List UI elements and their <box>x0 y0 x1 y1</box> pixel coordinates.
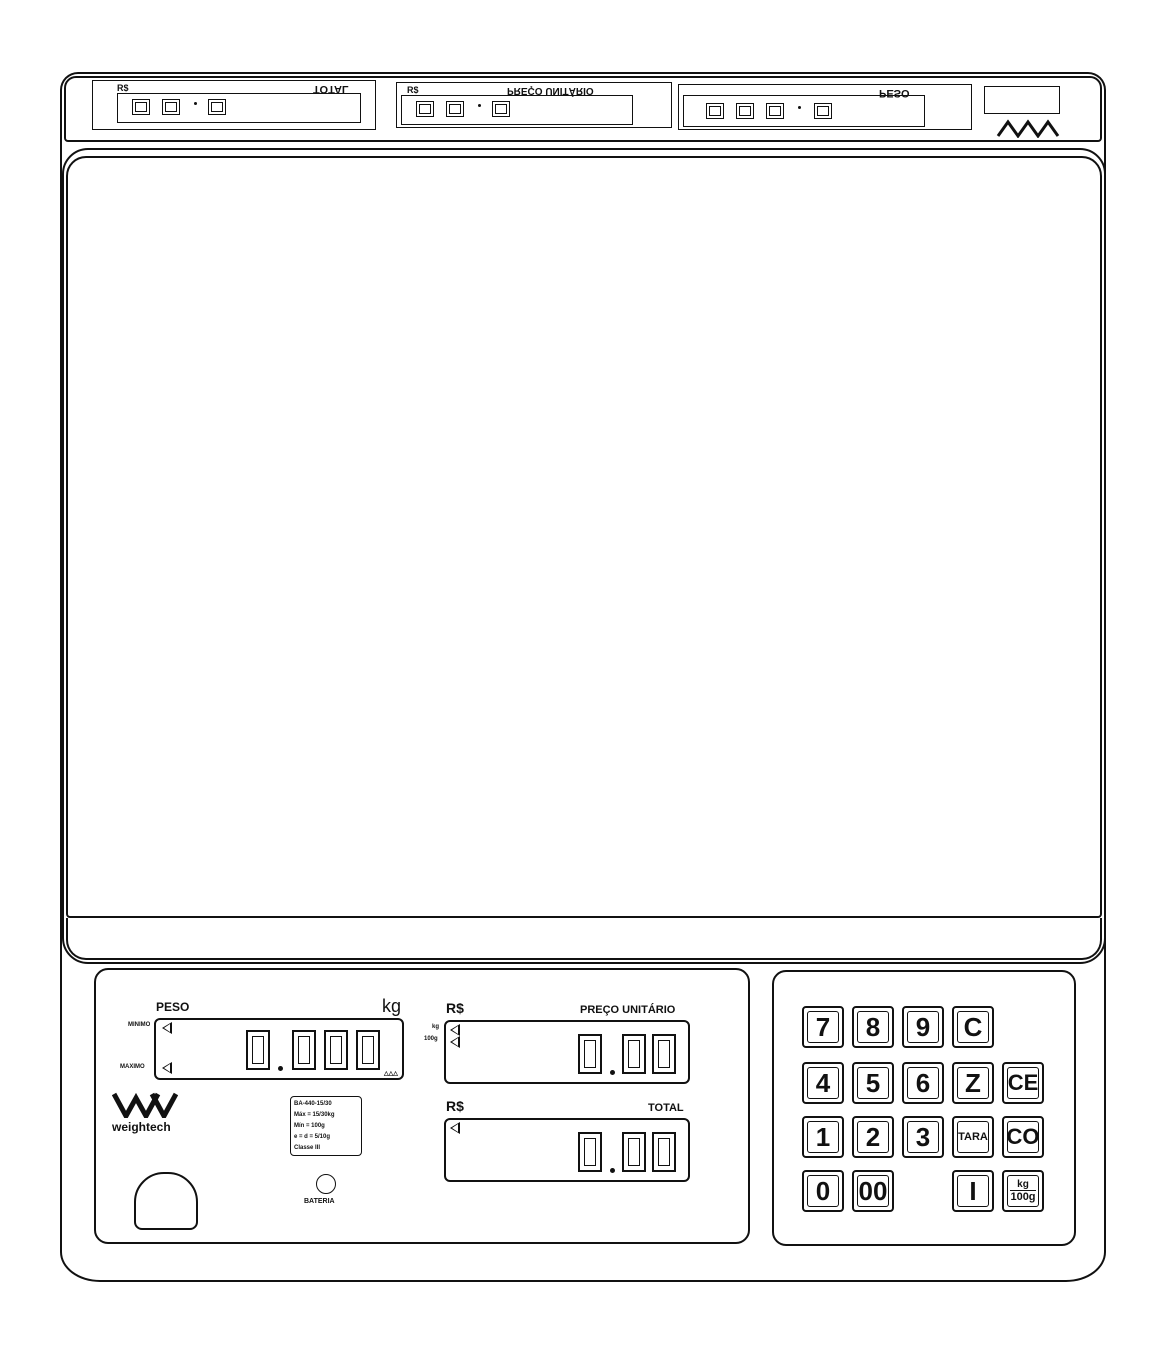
weight-max-indicator: MAXIMO <box>120 1064 145 1070</box>
lcd-digit <box>622 1034 646 1074</box>
total-lcd <box>444 1118 690 1182</box>
weightech-logo-icon <box>112 1092 178 1118</box>
lcd-digit <box>578 1034 602 1074</box>
lcd-digit <box>356 1030 380 1070</box>
lcd-digit <box>578 1132 602 1172</box>
key-7[interactable]: 7 <box>802 1006 844 1048</box>
rear-digit <box>706 103 724 119</box>
decimal-point <box>278 1066 283 1071</box>
total-label: TOTAL <box>648 1102 684 1114</box>
key-1[interactable]: 1 <box>802 1116 844 1158</box>
rear-unit-price-display: R$ PREÇO UNITÁRIO <box>396 82 672 128</box>
key-tare[interactable]: TARA <box>952 1116 994 1158</box>
key-00[interactable]: 00 <box>852 1170 894 1212</box>
weight-unit: kg <box>382 996 402 1016</box>
key-2[interactable]: 2 <box>852 1116 894 1158</box>
per-100g-arrow-icon <box>450 1036 460 1048</box>
spec-class: Classe III <box>294 1145 321 1151</box>
total-arrow-icon <box>450 1122 460 1134</box>
key-9[interactable]: 9 <box>902 1006 944 1048</box>
spec-model: BA-440-15/30 <box>294 1101 332 1107</box>
rear-weight-display: PESO <box>678 84 972 130</box>
key-0[interactable]: 0 <box>802 1170 844 1212</box>
key-clear[interactable]: C <box>952 1006 994 1048</box>
brand-name: weightech <box>112 1120 171 1134</box>
rear-unit-price-currency: R$ <box>407 85 419 95</box>
rear-total-display: R$ TOTAL <box>92 80 376 130</box>
rear-decimal-point <box>478 104 481 107</box>
unit-per-kg-indicator: kg <box>432 1024 440 1030</box>
key-unit-toggle[interactable]: kg 100g <box>1002 1170 1044 1212</box>
spec-min: Mín = 100g <box>294 1123 325 1129</box>
weight-lcd: △△△ <box>154 1018 404 1080</box>
lcd-digit <box>292 1030 316 1070</box>
rear-decimal-point <box>798 106 801 109</box>
stability-indicator: △△△ <box>384 1071 398 1077</box>
battery-led-icon <box>316 1174 336 1194</box>
key-power[interactable]: I <box>952 1170 994 1212</box>
lcd-digit <box>652 1034 676 1074</box>
rear-total-lcd <box>117 93 361 123</box>
key-co[interactable]: CO <box>1002 1116 1044 1158</box>
key-6[interactable]: 6 <box>902 1062 944 1104</box>
lcd-digit <box>324 1030 348 1070</box>
spec-plate: BA-440-15/30 Máx = 15/30kg Mín = 100g e … <box>290 1096 362 1156</box>
key-zero-set[interactable]: Z <box>952 1062 994 1104</box>
rear-digit <box>162 99 180 115</box>
weight-min-indicator: MINIMO <box>128 1022 151 1028</box>
rear-decimal-point <box>194 102 197 105</box>
unit-price-lcd <box>444 1020 690 1084</box>
rear-digit <box>736 103 754 119</box>
platform-lip <box>66 918 1102 960</box>
per-kg-arrow-icon <box>450 1024 460 1036</box>
key-4[interactable]: 4 <box>802 1062 844 1104</box>
unit-per-100g-indicator: 100g <box>424 1036 438 1042</box>
rear-logo-icon <box>996 119 1060 138</box>
rear-unit-price-lcd <box>401 95 633 125</box>
key-3[interactable]: 3 <box>902 1116 944 1158</box>
min-arrow-icon <box>162 1022 172 1034</box>
unit-key-top: kg <box>1017 1179 1029 1190</box>
spec-max: Máx = 15/30kg <box>294 1112 335 1118</box>
unit-price-currency: R$ <box>446 1000 464 1016</box>
decimal-point <box>610 1168 615 1173</box>
decimal-point <box>610 1070 615 1075</box>
rear-display-strip <box>64 76 1102 142</box>
rear-digit <box>208 99 226 115</box>
key-clear-entry[interactable]: CE <box>1002 1062 1044 1104</box>
rear-digit <box>416 101 434 117</box>
spec-division: e = d = 5/10g <box>294 1134 331 1140</box>
rear-weight-lcd <box>683 95 925 127</box>
rear-spec-plate <box>984 86 1060 114</box>
unit-key-bottom: 100g <box>1010 1190 1036 1203</box>
lcd-digit <box>652 1132 676 1172</box>
rear-total-currency: R$ <box>117 83 129 93</box>
key-5[interactable]: 5 <box>852 1062 894 1104</box>
keypad-panel <box>772 970 1076 1246</box>
front-knob[interactable] <box>134 1172 198 1230</box>
weight-label: PESO <box>156 1000 190 1014</box>
rear-digit <box>132 99 150 115</box>
rear-digit <box>766 103 784 119</box>
front-display-panel <box>94 968 750 1244</box>
rear-digit <box>446 101 464 117</box>
max-arrow-icon <box>162 1062 172 1074</box>
battery-label: BATERIA <box>304 1198 335 1205</box>
rear-digit <box>492 101 510 117</box>
unit-price-label: PREÇO UNITÁRIO <box>580 1004 676 1016</box>
key-8[interactable]: 8 <box>852 1006 894 1048</box>
platform-surface <box>66 156 1102 918</box>
weighing-platform <box>62 148 1106 964</box>
lcd-digit <box>246 1030 270 1070</box>
rear-digit <box>814 103 832 119</box>
total-currency: R$ <box>446 1098 464 1114</box>
lcd-digit <box>622 1132 646 1172</box>
